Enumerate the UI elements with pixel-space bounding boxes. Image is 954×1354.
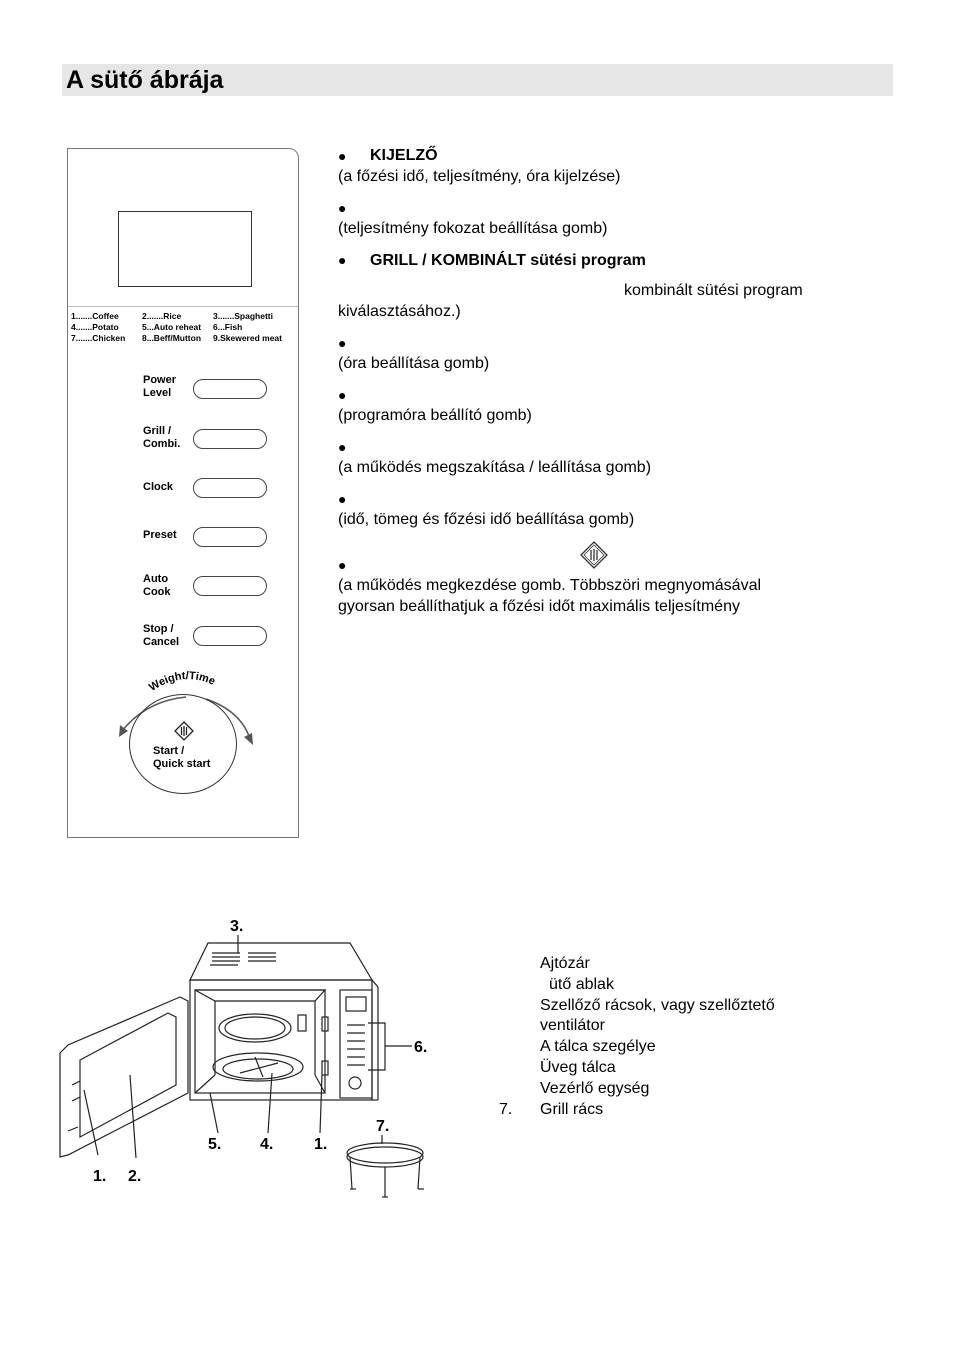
callout-tray-ring: 4. <box>260 1136 273 1153</box>
clock-description: (óra beállítása gomb) <box>338 355 490 372</box>
bullet: ● <box>338 148 347 164</box>
stop-cancel-label: Stop /Cancel <box>143 623 180 648</box>
part-number: 7. <box>499 1101 513 1118</box>
menu-item: 6...Fish <box>213 322 243 332</box>
part-item: ütő ablak <box>549 976 614 993</box>
menu-item: 3.......Spaghetti <box>213 311 273 321</box>
weight-time-arc-label: Weight/Time <box>147 670 217 694</box>
menu-item: 1.......Coffee <box>71 311 119 321</box>
stop-description: (a működés megszakítása / leállítása gom… <box>338 459 652 476</box>
page-title: A sütő ábrája <box>66 66 224 94</box>
grill-heading: GRILL / KOMBINÁLT sütési program <box>370 252 646 269</box>
callout-door-latch: 1. <box>93 1168 106 1185</box>
start-description-1: (a működés megkezdése gomb. Többszöri me… <box>338 577 762 594</box>
bullet: ● <box>338 252 347 268</box>
menu-row: 1.......Coffee 2.......Rice 3.......Spag… <box>71 311 299 322</box>
menu-item: 2.......Rice <box>142 311 182 321</box>
part-item: ventilátor <box>540 1017 605 1034</box>
preset-button[interactable] <box>193 527 267 547</box>
callout-glass-tray: 5. <box>208 1136 221 1153</box>
display-description: (a főzési idő, teljesítmény, óra kijelzé… <box>338 168 621 185</box>
start-quick-start-label: Start /Quick start <box>153 745 211 770</box>
display-heading: KIJELZŐ <box>370 147 438 164</box>
part-item: A tálca szegélye <box>540 1038 656 1055</box>
clock-button[interactable] <box>193 478 267 498</box>
start-icon <box>174 721 194 741</box>
bullet: ● <box>338 439 347 455</box>
bullet: ● <box>338 200 347 216</box>
bullet: ● <box>338 491 347 507</box>
bullet: ● <box>338 387 347 403</box>
callout-door-latch-2: 1. <box>314 1136 327 1153</box>
bullet: ● <box>338 335 347 351</box>
menu-item: 4.......Potato <box>71 322 119 332</box>
auto-menu-list: 1.......Coffee 2.......Rice 3.......Spag… <box>71 311 299 344</box>
panel-divider <box>68 306 298 307</box>
callout-vent: 3. <box>230 918 243 935</box>
callout-window: 2. <box>128 1168 141 1185</box>
start-description-2: gyorsan beállíthatjuk a főzési időt maxi… <box>338 598 740 615</box>
grill-combi-button[interactable] <box>193 429 267 449</box>
part-item: Üveg tálca <box>540 1059 616 1076</box>
part-item: Vezérlő egység <box>540 1080 650 1097</box>
menu-item: 8...Beff/Mutton <box>142 333 202 343</box>
part-item: Grill rács <box>540 1101 604 1118</box>
page-title-bar: A sütő ábrája <box>62 64 893 96</box>
control-panel-illustration: 1.......Coffee 2.......Rice 3.......Spag… <box>67 148 299 838</box>
weight-time-description: (idő, tömeg és főzési idő beállítása gom… <box>338 511 635 528</box>
menu-row: 4.......Potato 5...Auto reheat 6...Fish <box>71 322 299 333</box>
auto-cook-button[interactable] <box>193 576 267 596</box>
grill-combi-label: Grill /Combi. <box>143 425 181 450</box>
start-icon <box>580 541 608 569</box>
preset-description: (programóra beállító gomb) <box>338 407 532 424</box>
grill-description-1: kombinált sütési program <box>624 282 803 299</box>
weight-time-dial[interactable]: Start /Quick start <box>129 694 237 794</box>
oven-illustration: 1. 2. 3. 4. 5. 1. 6. 7. <box>59 918 427 1198</box>
bullet: ● <box>338 557 347 573</box>
menu-item: 7.......Chicken <box>71 333 126 343</box>
grill-description-2: kiválasztásához.) <box>338 303 461 320</box>
preset-label: Preset <box>143 529 177 541</box>
clock-label: Clock <box>143 481 173 493</box>
power-description: (teljesítmény fokozat beállítása gomb) <box>338 220 608 237</box>
part-item: Ajtózár <box>540 955 590 972</box>
callout-grill-rack: 7. <box>376 1118 389 1135</box>
menu-item: 5...Auto reheat <box>142 322 202 332</box>
menu-item: 9.Skewered meat <box>213 333 282 343</box>
stop-cancel-button[interactable] <box>193 626 267 646</box>
callout-control-unit: 6. <box>414 1039 427 1056</box>
part-item: Szellőző rácsok, vagy szellőztető <box>540 997 775 1014</box>
power-level-button[interactable] <box>193 379 267 399</box>
display-window <box>118 211 252 287</box>
menu-row: 7.......Chicken 8...Beff/Mutton 9.Skewer… <box>71 333 299 344</box>
